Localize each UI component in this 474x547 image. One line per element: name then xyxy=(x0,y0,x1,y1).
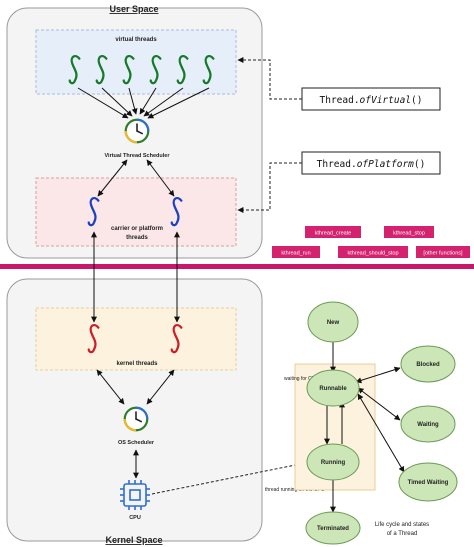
of-platform-suffix: () xyxy=(414,159,425,170)
of-virtual-suffix: () xyxy=(411,95,422,106)
of-platform-method: ofPlatform xyxy=(357,159,414,170)
of-virtual-box: Thread.ofVirtual() xyxy=(301,87,441,111)
of-platform-box: Thread.ofPlatform() xyxy=(301,151,441,175)
kernel-threads-box xyxy=(35,307,237,371)
kthread-tag-other: [other functions] xyxy=(416,246,470,258)
virtual-threads-box xyxy=(35,29,237,95)
kthread-tag-stop: kthread_stop xyxy=(384,226,434,238)
lifecycle-caption-line1: Life cycle and states xyxy=(375,522,429,528)
svg-text:Running: Running xyxy=(321,460,346,466)
kthread-tag-create: kthread_create xyxy=(305,226,361,238)
svg-text:kthread_stop: kthread_stop xyxy=(393,231,425,237)
lifecycle-arrows xyxy=(324,342,405,513)
svg-text:[other functions]: [other functions] xyxy=(423,251,463,257)
svg-text:Thread.ofVirtual(): Thread.ofVirtual() xyxy=(320,95,423,106)
carrier-threads-label-line1: carrier or platform xyxy=(111,226,163,232)
kernel-space-title: Kernel Space xyxy=(105,535,162,545)
of-platform-prefix: Thread. xyxy=(317,159,357,170)
api-dashed-arrows xyxy=(237,57,302,213)
virtual-threads-label: virtual threads xyxy=(115,37,157,43)
clock-icon xyxy=(124,118,150,144)
carrier-threads-label-line2: threads xyxy=(126,235,148,241)
cpu-to-running-dashed-arrow xyxy=(151,460,311,495)
svg-text:Runnable: Runnable xyxy=(319,386,347,392)
state-running: Running xyxy=(306,443,360,481)
state-waiting: Waiting xyxy=(400,405,456,443)
svg-text:New: New xyxy=(327,320,340,326)
kthread-tag-should-stop: kthread_should_stop xyxy=(338,246,408,258)
kernel-threads-label: kernel threads xyxy=(116,361,158,367)
kernel-scheduler-arrows xyxy=(96,369,175,405)
svg-text:Terminated: Terminated xyxy=(317,526,349,532)
cpu-label: CPU xyxy=(129,515,141,521)
state-runnable: Runnable xyxy=(306,369,360,407)
os-scheduler-label: OS Scheduler xyxy=(118,440,155,446)
virtual-thread-scheduler-label: Virtual Thread Scheduler xyxy=(104,153,170,159)
svg-text:Waiting: Waiting xyxy=(417,422,439,428)
state-blocked: Blocked xyxy=(400,345,456,383)
os-scheduler-clock-icon xyxy=(123,406,149,432)
scheduler-carrier-arrows xyxy=(97,159,175,197)
svg-text:Thread.ofPlatform(): Thread.ofPlatform() xyxy=(317,159,426,170)
carrier-threads-box xyxy=(35,177,237,247)
svg-text:Blocked: Blocked xyxy=(416,362,440,368)
virtual-to-scheduler-arrows xyxy=(77,87,210,119)
waiting-note: waiting for CPU xyxy=(284,376,319,382)
lifecycle-caption-line2: of a Thread xyxy=(387,531,418,537)
of-virtual-method: ofVirtual xyxy=(360,95,411,106)
svg-text:Timed Waiting: Timed Waiting xyxy=(408,480,449,486)
user-space-title: User Space xyxy=(109,4,158,14)
of-virtual-prefix: Thread. xyxy=(320,95,360,106)
state-new: New xyxy=(307,301,359,343)
state-timed-waiting: Timed Waiting xyxy=(398,462,458,502)
svg-text:kthread_should_stop: kthread_should_stop xyxy=(347,251,398,257)
user-kernel-divider xyxy=(0,264,474,269)
svg-text:kthread_run: kthread_run xyxy=(281,251,310,257)
cpu-chip-icon xyxy=(120,480,150,510)
kthread-tag-run: kthread_run xyxy=(272,246,320,258)
carrier-kernel-arrows xyxy=(91,231,180,323)
svg-text:kthread_create: kthread_create xyxy=(315,231,352,237)
state-terminated: Terminated xyxy=(305,511,361,545)
